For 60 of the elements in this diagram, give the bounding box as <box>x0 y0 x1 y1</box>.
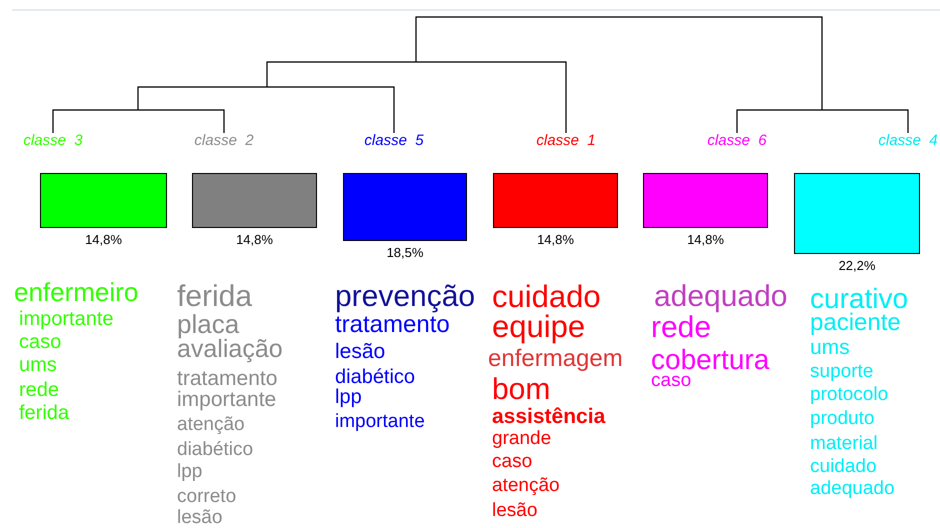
class-bar <box>794 173 920 254</box>
word-label: assistência <box>492 406 606 428</box>
word-label: atenção <box>492 476 560 495</box>
word-label: importante <box>19 309 114 329</box>
word-label: produto <box>810 408 874 428</box>
word-label: caso <box>19 332 62 352</box>
word-label: bom <box>492 374 550 404</box>
percentage-label: 22,2% <box>838 259 876 272</box>
word-label: adequado <box>810 478 895 498</box>
word-label: lesão <box>177 508 222 527</box>
class-bar <box>643 173 768 228</box>
class-label: classe 3 <box>8 133 98 148</box>
word-label: tratamento <box>335 312 450 337</box>
word-label: avaliação <box>177 337 283 362</box>
class-label: classe 1 <box>521 133 611 148</box>
word-label: ums <box>810 337 850 358</box>
class-label: classe 6 <box>692 133 782 148</box>
word-label: paciente <box>810 310 901 335</box>
word-label: prevenção <box>335 282 476 312</box>
word-label: lpp <box>335 387 362 407</box>
word-label: tratamento <box>177 368 278 390</box>
word-label: enfermeiro <box>14 278 138 305</box>
percentage-label: 14,8% <box>686 233 725 246</box>
word-label: placa <box>177 310 240 337</box>
class-bar <box>493 173 618 228</box>
word-label: rede <box>19 380 60 400</box>
word-label: correto <box>177 486 236 506</box>
word-label: atenção <box>177 414 245 434</box>
class-bar <box>40 173 167 228</box>
class-bar <box>343 173 467 241</box>
word-label: importante <box>335 412 425 431</box>
class-label: classe 4 <box>863 133 940 148</box>
word-label: diabético <box>177 440 254 459</box>
word-label: protocolo <box>810 384 888 404</box>
word-label: equipe <box>492 310 586 342</box>
word-label: cuidado <box>492 280 601 312</box>
percentage-label: 14,8% <box>235 233 274 246</box>
word-label: ums <box>19 355 57 375</box>
word-label: material <box>810 434 878 453</box>
percentage-label: 14,8% <box>536 233 575 246</box>
word-label: importante <box>177 389 276 410</box>
word-label: suporte <box>810 362 874 381</box>
word-label: lesão <box>492 500 538 520</box>
word-label: lesão <box>335 341 386 362</box>
word-label: ferida <box>177 282 252 312</box>
word-label: rede <box>651 312 712 342</box>
word-label: lpp <box>177 462 202 481</box>
word-label: enfermagem <box>488 346 623 371</box>
percentage-label: 18,5% <box>386 246 424 259</box>
word-label: cuidado <box>810 456 877 476</box>
word-label: curativo <box>810 284 908 313</box>
class-bar <box>192 173 317 228</box>
class-label: classe 5 <box>349 133 439 148</box>
word-label: diabético <box>335 367 416 387</box>
word-label: adequado <box>654 282 788 312</box>
word-label: grande <box>492 428 552 448</box>
percentage-label: 14,8% <box>84 233 123 246</box>
class-label: classe 2 <box>179 133 269 148</box>
word-label: ferida <box>19 403 70 423</box>
word-label: caso <box>492 452 532 471</box>
